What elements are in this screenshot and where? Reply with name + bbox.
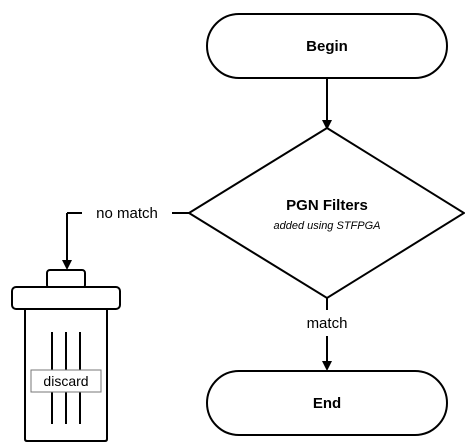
match-edge: match (307, 298, 348, 371)
filter-sublabel: added using STFPGA (273, 220, 380, 232)
no-match-label: no match (96, 205, 158, 222)
end-label: End (313, 395, 341, 412)
match-label: match (307, 315, 348, 332)
no-match-edge: no match (62, 205, 189, 270)
end-node: End (206, 370, 448, 436)
begin-label: Begin (306, 38, 348, 55)
filter-decision-node: PGN Filters added using STFPGA (187, 126, 465, 300)
begin-node: Begin (206, 13, 448, 79)
filter-label: PGN Filters (286, 197, 368, 214)
trash-can-icon: discard (11, 269, 121, 442)
discard-label: discard (43, 373, 88, 389)
discard-label-box: discard (30, 369, 102, 393)
